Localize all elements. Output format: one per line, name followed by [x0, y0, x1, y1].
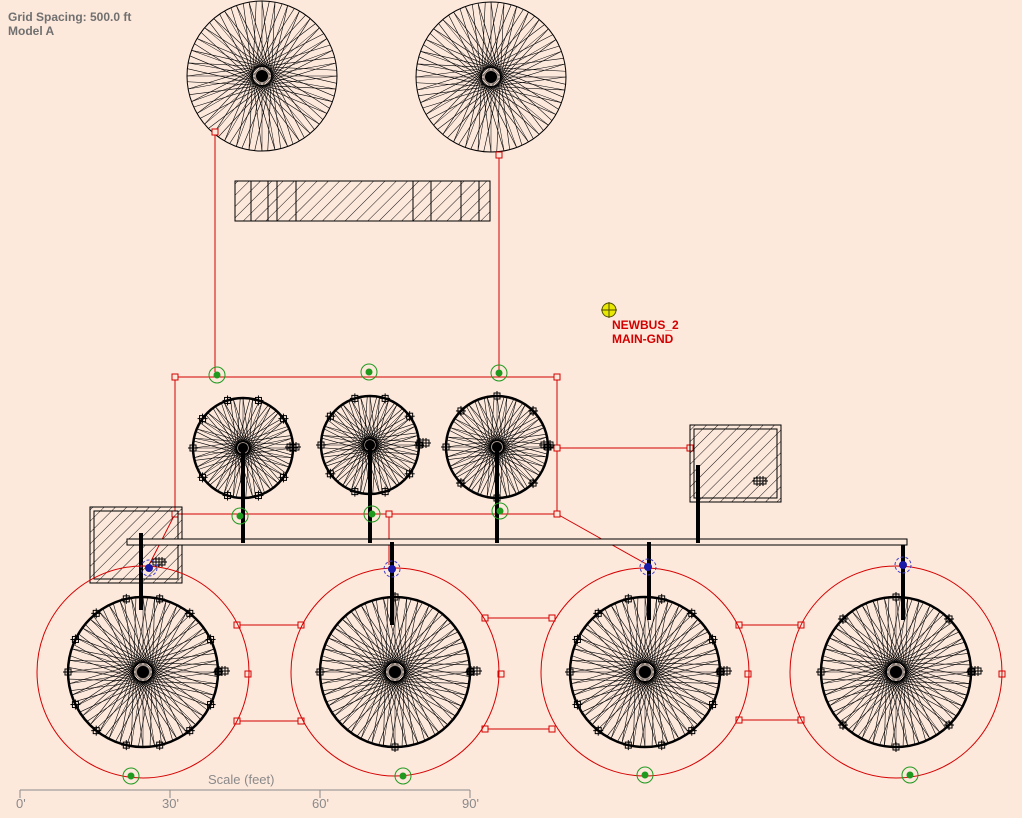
scale-tick-30: 30'	[162, 796, 179, 811]
ground-marker-icon[interactable]	[394, 767, 412, 785]
model-label: Model A	[8, 24, 55, 38]
ground-marker-icon[interactable]	[360, 363, 378, 381]
scale-bar	[19, 789, 471, 798]
scale-tick-60: 60'	[312, 796, 329, 811]
ground-marker-icon[interactable]	[363, 505, 381, 523]
ground-marker-icon[interactable]	[122, 767, 140, 785]
node-group: MAIN-GND	[612, 332, 674, 346]
scale-title: Scale (feet)	[208, 772, 275, 787]
middle-circle-3	[444, 394, 550, 500]
bus-marker-icon[interactable]	[383, 560, 401, 578]
ground-marker-icon[interactable]	[122, 363, 919, 785]
hatched-box-right	[689, 424, 782, 503]
bus-marker-icon[interactable]	[140, 556, 912, 578]
top-circle-right	[415, 1, 567, 153]
bottom-grid-1	[36, 565, 250, 779]
top-circle-left	[186, 0, 338, 152]
bus-marker-icon[interactable]	[894, 556, 912, 574]
main-bus	[126, 538, 908, 546]
header-info: Grid Spacing: 500.0 ft Model A	[8, 10, 131, 38]
connection-handles	[171, 128, 1006, 733]
ground-marker-icon[interactable]	[901, 766, 919, 784]
scale-tick-0: 0'	[16, 796, 26, 811]
bottom-grid-4	[789, 565, 1003, 779]
node-crosshair-icon[interactable]	[601, 302, 617, 318]
ground-marker-icon[interactable]	[491, 502, 509, 520]
node-name: NEWBUS_2	[612, 318, 679, 332]
hatched-bar	[234, 180, 491, 222]
ground-marker-icon[interactable]	[490, 364, 508, 382]
ground-marker-icon[interactable]	[208, 366, 226, 384]
bus-marker-icon[interactable]	[140, 559, 158, 577]
scale-tick-90: 90'	[462, 796, 479, 811]
node-label[interactable]: NEWBUS_2 MAIN-GND	[612, 318, 679, 346]
ground-marker-icon[interactable]	[636, 766, 654, 784]
bus-marker-icon[interactable]	[639, 558, 657, 576]
ground-marker-icon[interactable]	[231, 507, 249, 525]
grid-spacing-label: Grid Spacing: 500.0 ft	[8, 10, 132, 24]
electrode-markers	[63, 391, 983, 752]
